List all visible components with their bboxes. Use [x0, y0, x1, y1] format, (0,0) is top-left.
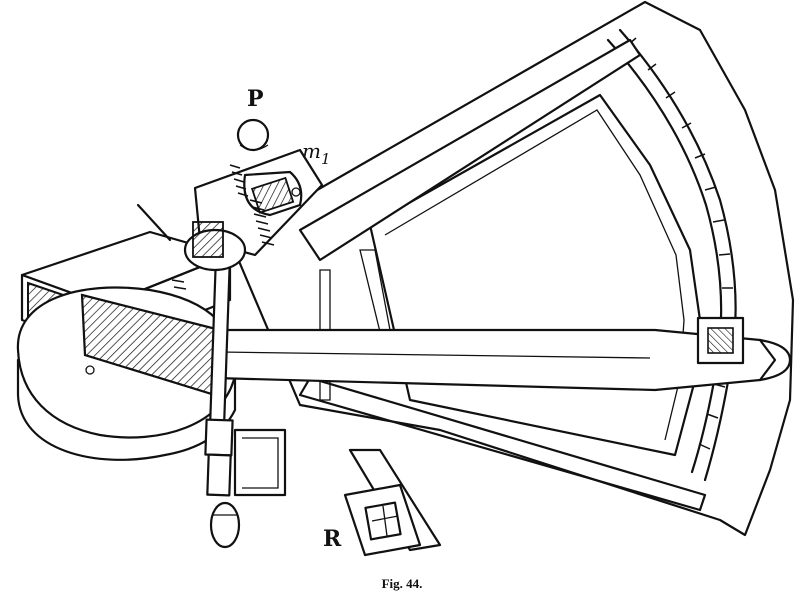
r-tangent-block [343, 483, 422, 557]
frame-lower-arm [298, 376, 707, 512]
frame-upper-arm [298, 38, 642, 262]
handle-grip [206, 453, 232, 497]
graduated-arc [618, 28, 737, 482]
label-m1: m1 [302, 139, 331, 168]
label-m1-base: m [302, 139, 321, 163]
handle-collar [204, 418, 234, 457]
r-tangent-window-cross-v [382, 505, 388, 537]
spring-coil-upper [229, 164, 275, 246]
sextant-frame-outer [228, 0, 795, 537]
pivot-screw [85, 365, 95, 375]
telescope-rod-upper [136, 203, 172, 242]
index-arm-edge [219, 351, 651, 359]
label-m1-sub: 1 [321, 150, 331, 168]
r-tangent-window [364, 501, 402, 541]
p-adjustment-knob [236, 118, 270, 152]
figure-caption: Fig. 44. [382, 576, 423, 591]
index-clamp-screw-inner [707, 327, 734, 354]
label-p: P [247, 86, 264, 112]
index-arm [213, 328, 777, 392]
label-r: R [323, 526, 342, 552]
telescope-ring-block [192, 221, 224, 258]
bracket-screw [291, 187, 301, 197]
handle-knob [209, 501, 241, 549]
graduated-arc-inner [606, 38, 723, 474]
arc-scale-ticks [627, 37, 734, 450]
p-knob-shank [239, 144, 269, 151]
lower-bracket [233, 428, 287, 497]
lower-bracket-inner [242, 437, 279, 489]
index-arm-tip [758, 338, 792, 382]
